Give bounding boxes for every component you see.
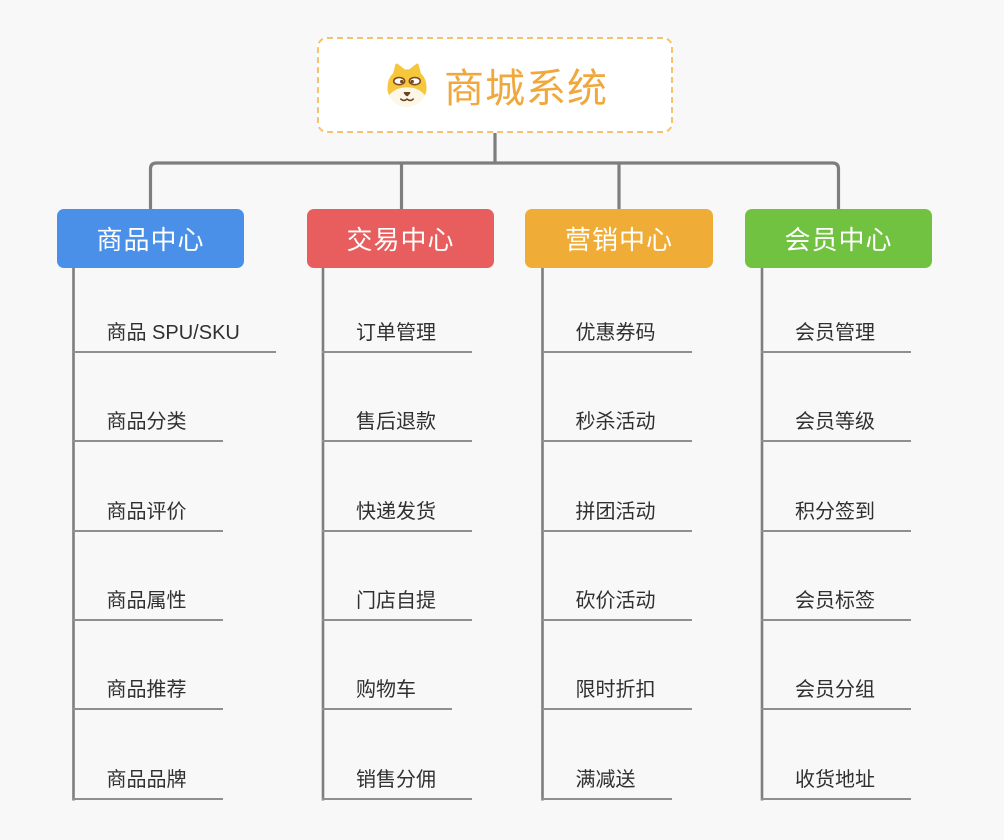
leaf-node[interactable]: 售后退款	[322, 409, 472, 443]
leaf-node[interactable]: 拼团活动	[541, 499, 692, 532]
leaf-node[interactable]: 会员标签	[761, 588, 911, 621]
leaf-node[interactable]: 商品推荐	[72, 677, 223, 711]
leaf-node[interactable]: 购物车	[322, 677, 452, 711]
branch-product-center[interactable]: 商品中心	[57, 209, 244, 268]
leaf-node[interactable]: 快递发货	[322, 499, 472, 532]
leaf-node[interactable]: 限时折扣	[541, 677, 692, 711]
leaf-node[interactable]: 会员管理	[761, 320, 911, 353]
leaf-node[interactable]: 满减送	[541, 767, 672, 800]
leaf-node[interactable]: 秒杀活动	[541, 409, 692, 443]
root-node[interactable]: 商城系统	[317, 37, 673, 133]
leaf-node[interactable]: 商品评价	[72, 499, 223, 532]
root-node-title: 商城系统	[444, 67, 608, 111]
leaf-node[interactable]: 商品属性	[72, 588, 223, 621]
leaf-node[interactable]: 销售分佣	[322, 767, 472, 800]
leaf-node[interactable]: 商品 SPU/SKU	[72, 320, 276, 353]
leaf-node[interactable]: 砍价活动	[541, 588, 692, 621]
leaf-node[interactable]: 积分签到	[761, 499, 911, 532]
shiba-dog-icon	[382, 60, 432, 110]
leaf-node[interactable]: 商品分类	[72, 409, 223, 443]
leaf-node[interactable]: 门店自提	[322, 588, 472, 621]
leaf-node[interactable]: 优惠券码	[541, 320, 692, 353]
leaf-node[interactable]: 收货地址	[761, 767, 911, 800]
leaf-node[interactable]: 会员分组	[761, 677, 911, 711]
leaf-node[interactable]: 订单管理	[322, 320, 472, 353]
leaf-node[interactable]: 商品品牌	[72, 767, 223, 800]
branch-marketing-center[interactable]: 营销中心	[525, 209, 713, 268]
leaf-node[interactable]: 会员等级	[761, 409, 911, 443]
branch-transaction-center[interactable]: 交易中心	[307, 209, 494, 268]
branch-member-center[interactable]: 会员中心	[745, 209, 932, 268]
